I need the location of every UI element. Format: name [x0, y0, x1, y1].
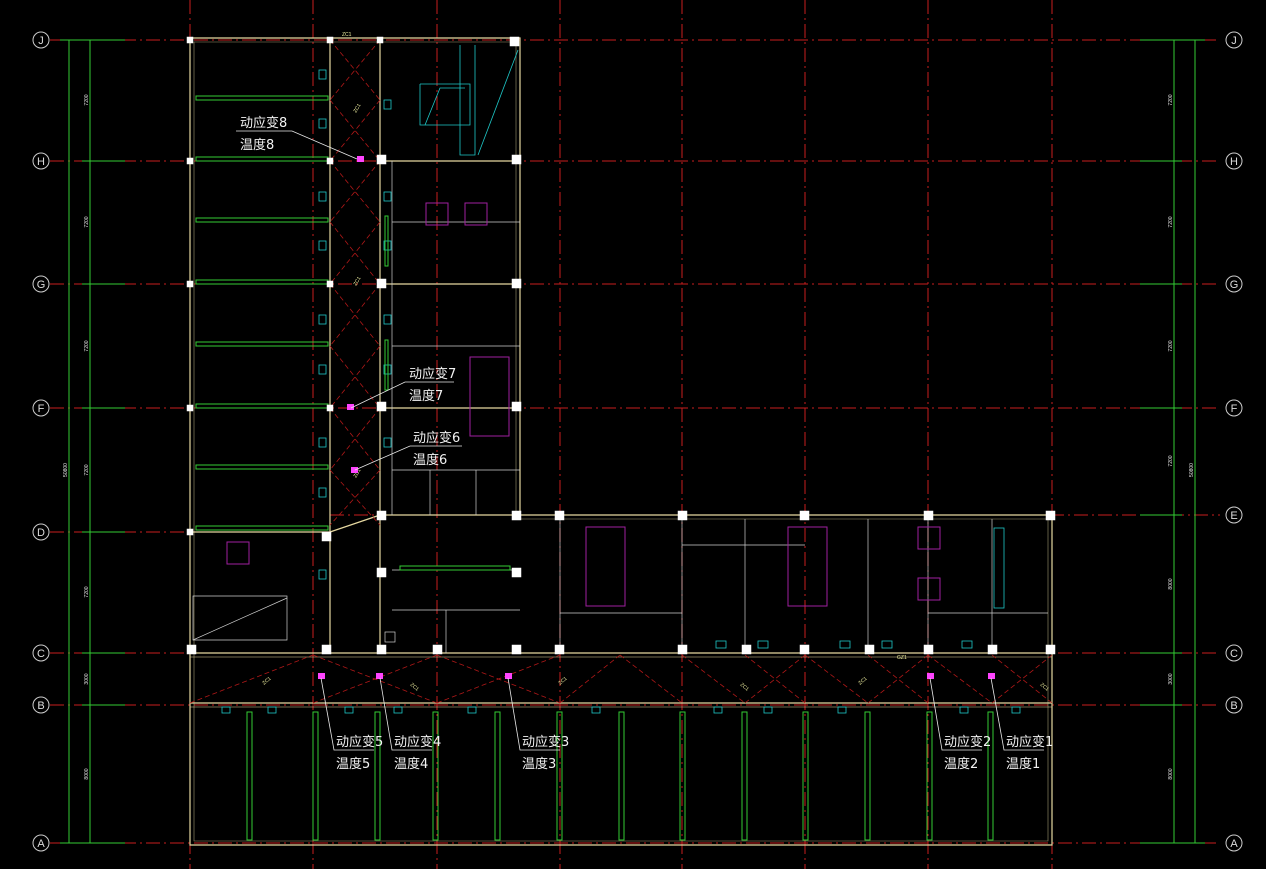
sensor-4-temp: 温度4 [394, 756, 428, 772]
axis-label-f-right: F [1231, 403, 1238, 415]
axis-label-b-left: B [37, 700, 44, 712]
sensor-8-strain: 动应变8 [240, 115, 287, 131]
axis-label-c-left: C [37, 648, 45, 660]
axis-bubble-b-left: B [32, 696, 50, 714]
dim-right-2: 7200 [1168, 216, 1174, 227]
axis-bubble-g-left: G [32, 275, 50, 293]
sensor-4-strain: 动应变4 [394, 734, 441, 750]
sensor-7-strain: 动应变7 [409, 366, 456, 382]
axis-bubble-f-right: F [1225, 399, 1243, 417]
brace-label-9: ZC1 [857, 676, 868, 687]
room-partitions [192, 161, 1048, 653]
brace-label-1: ZC1 [342, 32, 352, 38]
dimension-chain-left: 7200 7200 7200 7200 7200 3000 8000 50800 [60, 39, 125, 844]
axis-label-a-left: A [37, 838, 45, 850]
brace-label-10: ZC1 [1039, 682, 1050, 693]
axis-bubble-j-left: J [32, 31, 50, 49]
axis-bubble-d-left: D [32, 523, 50, 541]
brace-labels: ZC1 ZC1 ZC1 ZC1 ZC1 ZC1 ZC1 ZC1 ZC1 ZC1 … [261, 32, 1050, 693]
dim-left-7: 8000 [84, 768, 90, 779]
brace-label-6: ZC1 [409, 682, 420, 693]
axis-label-j-left: J [38, 35, 44, 47]
axis-label-c-right: C [1230, 648, 1238, 660]
dimension-chain-right: 7200 7200 7200 7200 8000 3000 8000 50800 [1140, 39, 1205, 844]
sensor-2-strain: 动应变2 [944, 734, 991, 750]
axis-label-b-right: B [1230, 700, 1237, 712]
dim-left-1: 7200 [84, 94, 90, 105]
stair-details [419, 45, 1005, 609]
sensor-marker-2[interactable] [927, 673, 934, 679]
sensor-markers [318, 156, 995, 679]
dim-left-4: 7200 [84, 464, 90, 475]
dim-left-6: 3000 [84, 673, 90, 684]
dim-left-2: 7200 [84, 216, 90, 227]
axis-label-g-right: G [1230, 279, 1239, 291]
axis-bubble-c-right: C [1225, 644, 1243, 662]
sensor-8-temp: 温度8 [240, 137, 274, 153]
axis-bubble-a-left: A [32, 834, 50, 852]
sensor-6-strain: 动应变6 [413, 430, 460, 446]
dim-right-total: 50800 [1189, 463, 1195, 477]
brace-label-3: ZC1 [353, 276, 363, 287]
axis-bubbles: J J H H G G F F E D C C B B A A [32, 31, 1243, 852]
sensor-marker-5[interactable] [318, 673, 325, 679]
axis-label-h-left: H [37, 156, 45, 168]
sensor-marker-1[interactable] [988, 673, 995, 679]
dim-right-6: 3000 [1168, 673, 1174, 684]
dim-right-4: 7200 [1168, 455, 1174, 466]
axis-bubble-j-right: J [1225, 31, 1243, 49]
axis-label-g-left: G [37, 279, 46, 291]
brace-label-5: ZC1 [261, 676, 272, 687]
dim-left-total: 50800 [63, 463, 69, 477]
axis-bubble-h-right: H [1225, 152, 1243, 170]
dim-right-5: 8000 [1168, 578, 1174, 589]
axis-bubble-e-right: E [1225, 506, 1243, 524]
sensor-marker-7[interactable] [347, 404, 354, 410]
sensor-leaders [236, 130, 1044, 751]
sensor-marker-6[interactable] [351, 467, 358, 473]
dim-right-3: 7200 [1168, 340, 1174, 351]
sensor-1-temp: 温度1 [1006, 756, 1040, 772]
equipment-outlines [226, 202, 941, 607]
dim-right-7: 8000 [1168, 768, 1174, 779]
dim-left-5: 7200 [84, 586, 90, 597]
sensor-5-strain: 动应变5 [336, 734, 383, 750]
axis-bubble-g-right: G [1225, 275, 1243, 293]
brace-label-8: ZC1 [739, 682, 750, 693]
lower-bay-columns [246, 711, 994, 841]
brace-label-2: ZC1 [353, 103, 363, 114]
dim-right-1: 7200 [1168, 94, 1174, 105]
sensor-3-strain: 动应变3 [522, 734, 569, 750]
column-label: GZ1 [897, 655, 907, 661]
axis-label-j-right: J [1231, 35, 1237, 47]
axis-label-h-right: H [1230, 156, 1238, 168]
window-markers [221, 69, 1021, 714]
axis-label-d-left: D [37, 527, 45, 539]
sensor-6-temp: 温度6 [413, 452, 447, 468]
sensor-3-temp: 温度3 [522, 756, 556, 772]
sensor-2-temp: 温度2 [944, 756, 978, 772]
sensor-5-temp: 温度5 [336, 756, 370, 772]
sensor-marker-3[interactable] [505, 673, 512, 679]
axis-label-a-right: A [1230, 838, 1238, 850]
axis-bubble-b-right: B [1225, 696, 1243, 714]
dim-left-3: 7200 [84, 340, 90, 351]
axis-bubble-h-left: H [32, 152, 50, 170]
sensor-7-temp: 温度7 [409, 388, 443, 404]
brace-label-4: ZC1 [353, 468, 363, 479]
brace-label-7: ZC1 [557, 676, 568, 687]
sensor-1-strain: 动应变1 [1006, 734, 1053, 750]
axis-bubble-a-right: A [1225, 834, 1243, 852]
axis-label-f-left: F [38, 403, 45, 415]
steel-columns [186, 36, 1056, 655]
axis-bubble-f-left: F [32, 399, 50, 417]
sensor-marker-4[interactable] [376, 673, 383, 679]
sensor-labels: 动应变8 温度8 动应变7 温度7 动应变6 温度6 动应变5 温度5 动应变4… [240, 115, 1053, 772]
axis-bubble-c-left: C [32, 644, 50, 662]
sensor-marker-8[interactable] [357, 156, 364, 162]
axis-label-e-right: E [1230, 510, 1237, 522]
